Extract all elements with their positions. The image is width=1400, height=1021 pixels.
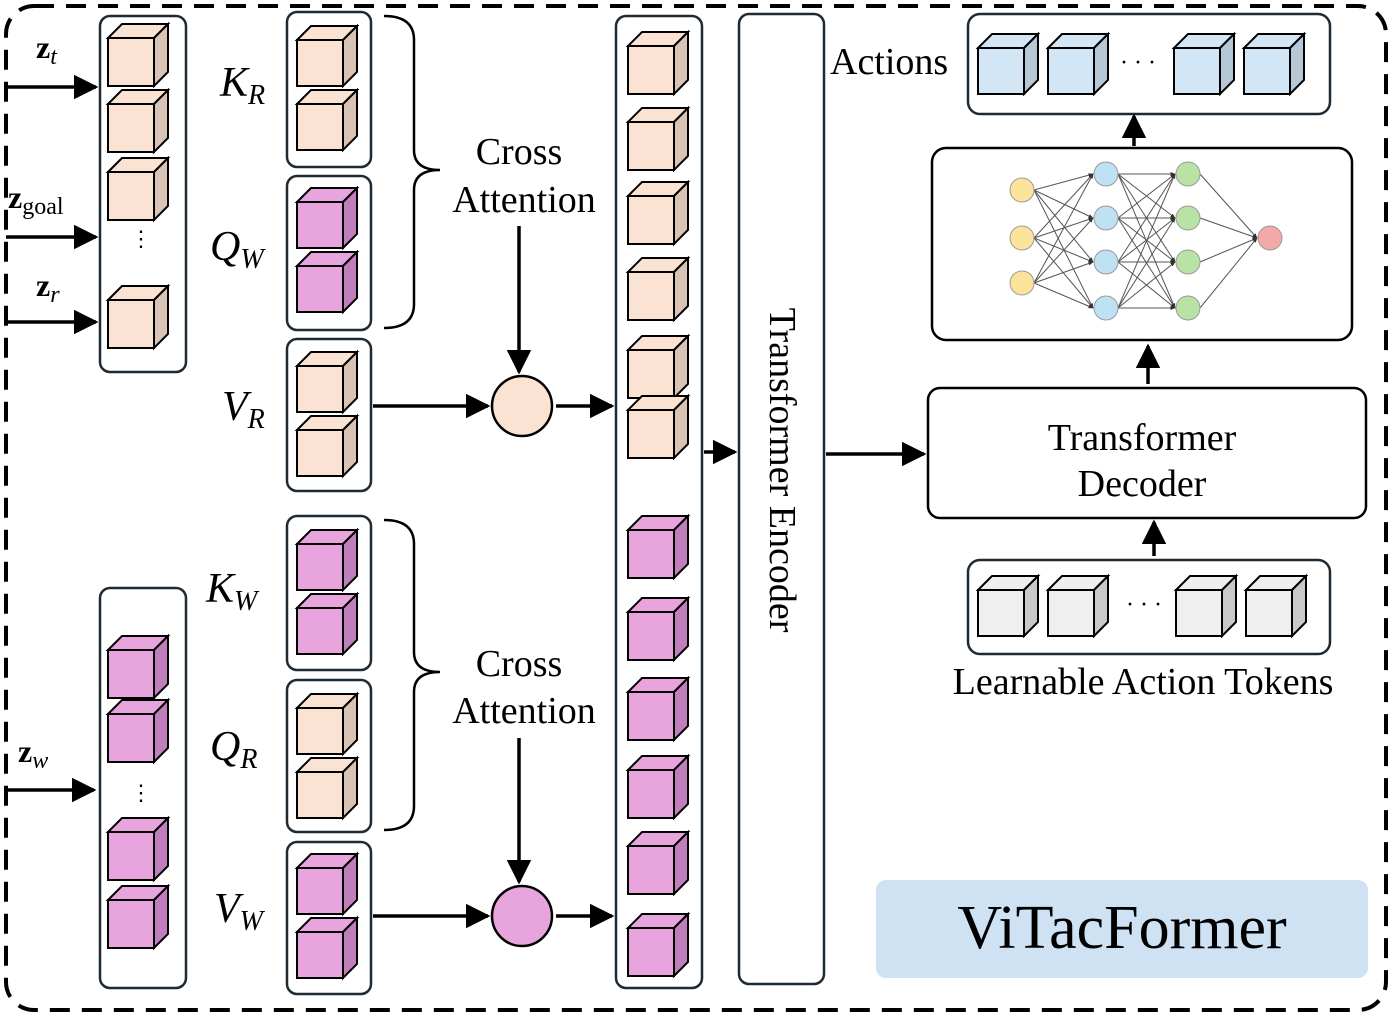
mlp-network: [1009, 161, 1283, 321]
tactile-token-cube: [105, 883, 171, 951]
kqv-token-cube: [294, 915, 360, 981]
tactile-token-cube: [105, 815, 171, 883]
fused-vision-cube: [625, 179, 691, 247]
transformer-encoder-box: [737, 12, 826, 986]
outer-frame: [4, 4, 1388, 1012]
vision-token-cube: [105, 87, 171, 155]
mlp-node: [1175, 295, 1201, 321]
fused-vision-cube: [625, 29, 691, 97]
learnable-token-cube: [1243, 573, 1309, 639]
kqv-token-cube: [294, 185, 360, 251]
fused-vision-cube: [625, 393, 691, 461]
label-qw: QW: [210, 224, 266, 275]
kqv-token-cube: [294, 851, 360, 917]
vision-token-cube: [105, 283, 171, 351]
kqv-token-cube: [294, 23, 360, 89]
vision-ellipsis: ⋮: [130, 226, 152, 251]
model-title: ViTacFormer: [957, 894, 1287, 962]
kqv-token-cube: [294, 755, 360, 821]
label-qr: QR: [210, 724, 257, 775]
mlp-node: [1175, 205, 1201, 231]
mlp-node: [1175, 249, 1201, 275]
label-zgoal: zgoal: [8, 179, 64, 220]
learnable-token-cube: [1045, 573, 1111, 639]
label-zr: zr: [36, 267, 60, 308]
kqv-token-cube: [294, 691, 360, 757]
cross-attention-bottom-line1: Cross: [476, 643, 563, 685]
actions-label: Actions: [830, 41, 948, 83]
fused-tactile-cube: [625, 753, 691, 821]
cross-attention-top-line2: Attention: [452, 179, 596, 221]
learnable-token-cube: [1173, 573, 1239, 639]
fused-vision-cube: [625, 105, 691, 173]
mlp-node: [1009, 177, 1035, 203]
tactile-token-cube: [105, 633, 171, 701]
mlp-node: [1093, 161, 1119, 187]
cross-attention-top-line1: Cross: [476, 131, 563, 173]
mlp-node: [1175, 161, 1201, 187]
fused-tactile-cube: [625, 513, 691, 581]
kqv-token-cube: [294, 591, 360, 657]
tokens-ellipsis: · · ·: [1126, 592, 1162, 618]
label-kr: KR: [219, 60, 265, 111]
fused-tactile-cube: [625, 675, 691, 743]
mlp-node: [1093, 249, 1119, 275]
learnable-tokens-label: Learnable Action Tokens: [953, 661, 1334, 703]
attention-output-circle-top: [490, 374, 554, 438]
fused-vision-cube: [625, 255, 691, 323]
brace-top: [383, 14, 441, 330]
label-vr: VR: [222, 384, 265, 435]
transformer-encoder-label: Transformer Encoder: [761, 308, 803, 633]
mlp-node: [1257, 225, 1283, 251]
kqv-token-cube: [294, 527, 360, 593]
mlp-node: [1093, 295, 1119, 321]
fused-tactile-cube: [625, 911, 691, 979]
fused-tactile-cube: [625, 595, 691, 663]
transformer-decoder-box: [926, 386, 1368, 520]
kqv-token-cube: [294, 413, 360, 479]
tactile-ellipsis: ⋮: [130, 780, 152, 805]
action-token-cube: [1045, 31, 1111, 97]
mlp-node: [1009, 225, 1035, 251]
transformer-decoder-line2: Decoder: [1078, 463, 1207, 505]
learnable-token-cube: [975, 573, 1041, 639]
label-zt: zt: [36, 29, 58, 70]
label-zw: zw: [18, 733, 48, 774]
transformer-decoder-line1: Transformer: [1048, 417, 1237, 459]
fused-vision-cube: [625, 333, 691, 401]
title-box: [876, 880, 1368, 978]
label-vw: VW: [214, 886, 266, 937]
kqv-token-cube: [294, 249, 360, 315]
action-token-cube: [975, 31, 1041, 97]
mlp-node: [1009, 270, 1035, 296]
action-token-cube: [1171, 31, 1237, 97]
brace-bottom: [383, 518, 441, 832]
action-token-cube: [1241, 31, 1307, 97]
kqv-token-cube: [294, 349, 360, 415]
fused-tactile-cube: [625, 829, 691, 897]
kqv-token-cube: [294, 87, 360, 153]
attention-output-circle-bottom: [490, 884, 554, 948]
vision-token-cube: [105, 21, 171, 89]
cross-attention-bottom-line2: Attention: [452, 690, 596, 732]
label-kw: KW: [205, 566, 260, 617]
tactile-token-cube: [105, 697, 171, 765]
actions-ellipsis: · · ·: [1120, 50, 1156, 76]
vision-token-cube: [105, 155, 171, 223]
mlp-node: [1093, 205, 1119, 231]
